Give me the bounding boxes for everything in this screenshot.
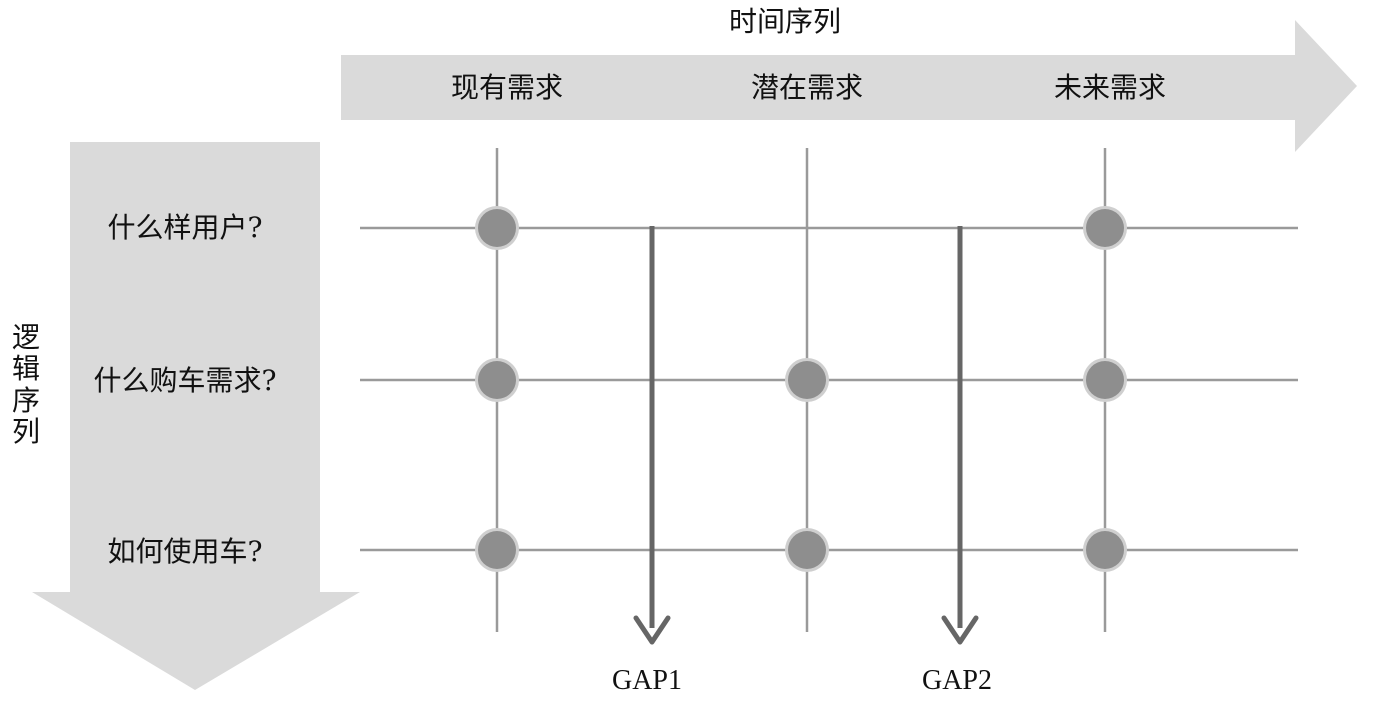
- gap-arrow-head: [633, 615, 671, 645]
- row-header-usage: 如何使用车?: [107, 535, 263, 568]
- logic-axis-title-char: 逻: [11, 321, 40, 354]
- logic-axis-title-char: 列: [11, 415, 40, 449]
- gap-arrows: [633, 226, 979, 645]
- time-axis-arrow: [341, 20, 1357, 152]
- column-header-potential: 潜在需求: [750, 71, 863, 104]
- node-dot: [478, 209, 516, 247]
- column-header-current: 现有需求: [450, 71, 563, 104]
- node-dot: [478, 361, 516, 399]
- gap-label-2: GAP2: [921, 665, 992, 696]
- logic-axis-arrow: [32, 142, 360, 690]
- column-header-future: 未来需求: [1053, 71, 1166, 104]
- node-dot: [788, 531, 826, 569]
- node-dot: [1086, 531, 1124, 569]
- node-dot: [788, 361, 826, 399]
- node-dot: [1086, 209, 1124, 247]
- row-header-purchase-need: 什么购车需求?: [93, 364, 277, 397]
- node-dot: [1086, 361, 1124, 399]
- nodes: [475, 206, 1127, 572]
- logic-axis-title-char: 辑: [11, 352, 40, 386]
- row-header-user-type: 什么样用户?: [107, 211, 263, 244]
- gap-arrow-head: [941, 615, 979, 645]
- time-axis-title: 时间序列: [728, 5, 841, 38]
- gap-label-1: GAP1: [611, 665, 682, 696]
- node-dot: [478, 531, 516, 569]
- logic-axis-title: 逻 辑 序 列: [8, 321, 44, 449]
- logic-axis-title-char: 序: [11, 383, 40, 417]
